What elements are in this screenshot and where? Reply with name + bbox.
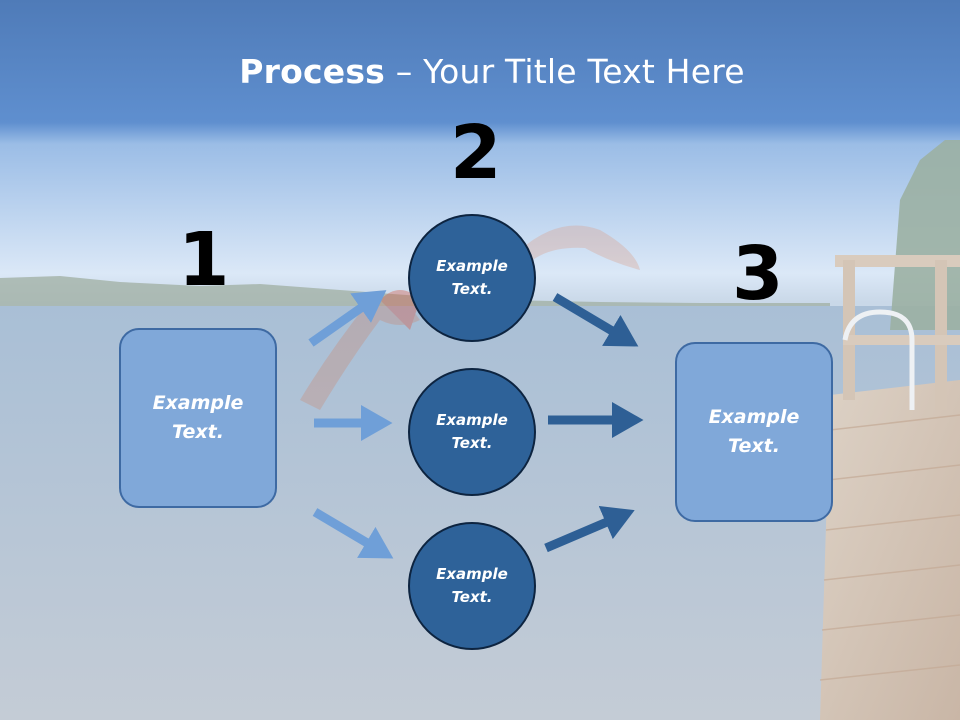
title-bold: Process <box>239 52 386 91</box>
title-rest: – Your Title Text Here <box>385 52 745 91</box>
arrow-left-to-top <box>308 290 387 347</box>
right-process-box: Example Text. <box>675 342 833 522</box>
step-number-2: 2 <box>450 110 502 196</box>
circle-middle-text: Example Text. <box>436 411 508 452</box>
circle-bottom: Example Text. <box>408 522 536 650</box>
left-process-box: Example Text. <box>119 328 277 508</box>
circle-top: Example Text. <box>408 214 536 342</box>
left-box-text: Example Text. <box>152 392 244 443</box>
circle-middle: Example Text. <box>408 368 536 496</box>
circle-top-text: Example Text. <box>436 257 508 298</box>
slide-title: Process – Your Title Text Here <box>0 52 960 91</box>
circle-bottom-text: Example Text. <box>436 565 508 606</box>
arrow-top-to-right <box>552 293 639 347</box>
step-number-1: 1 <box>178 217 230 303</box>
arrow-left-to-bottom <box>312 508 394 559</box>
arrow-bottom-to-right <box>544 505 635 553</box>
step-number-3: 3 <box>732 231 784 317</box>
right-box-text: Example Text. <box>708 406 800 457</box>
